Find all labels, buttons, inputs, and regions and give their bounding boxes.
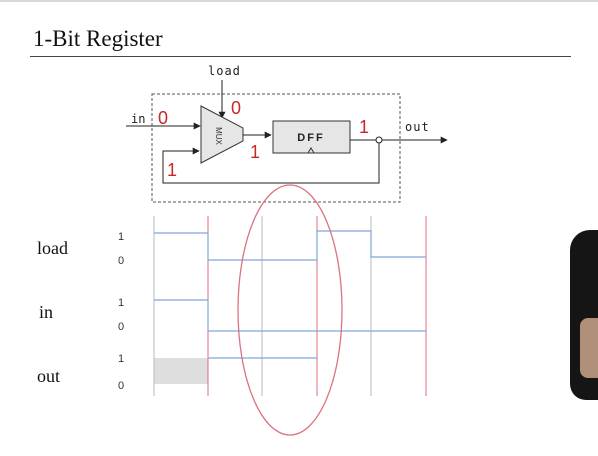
- out-low-tick: 0: [118, 380, 124, 392]
- in-high-tick: 1: [118, 297, 124, 309]
- register-circuit: load in MUX DFF out 0 0 1 1 1: [126, 64, 448, 203]
- signal-name-out: out: [37, 366, 60, 386]
- feedback-value: 1: [167, 160, 177, 180]
- title-underline: [30, 56, 571, 57]
- out-value: 1: [359, 117, 369, 137]
- clock-triangle: [307, 147, 315, 154]
- signal-name-load: load: [37, 238, 68, 258]
- signal-name-in: in: [39, 302, 53, 322]
- register-boundary: [151, 93, 401, 203]
- dff-label: DFF: [297, 132, 324, 144]
- slide-title: 1-Bit Register: [33, 26, 163, 51]
- in-label: in: [131, 112, 145, 126]
- out-label: out: [405, 120, 430, 134]
- in-waveform: [154, 299, 426, 332]
- load-high-tick: 1: [118, 231, 124, 243]
- mux-shape: [200, 105, 244, 164]
- in-low-tick: 0: [118, 321, 124, 333]
- load-waveform: [154, 230, 426, 261]
- load-value: 0: [231, 98, 241, 118]
- mux-label: MUX: [214, 127, 223, 145]
- out-undefined-region: [154, 358, 208, 384]
- presenter-arm: [580, 318, 598, 378]
- top-border: [0, 0, 598, 2]
- out-high-tick: 1: [118, 353, 124, 365]
- mux-out-value: 1: [250, 142, 260, 162]
- in-value: 0: [158, 108, 168, 128]
- junction-dot: [375, 136, 383, 144]
- timing-diagram: load 1 0 in 1 0 out 1 0: [37, 184, 427, 436]
- load-label: load: [208, 64, 241, 78]
- highlight-ellipse: [237, 184, 343, 436]
- feedback-wire: [162, 143, 380, 184]
- load-low-tick: 0: [118, 255, 124, 267]
